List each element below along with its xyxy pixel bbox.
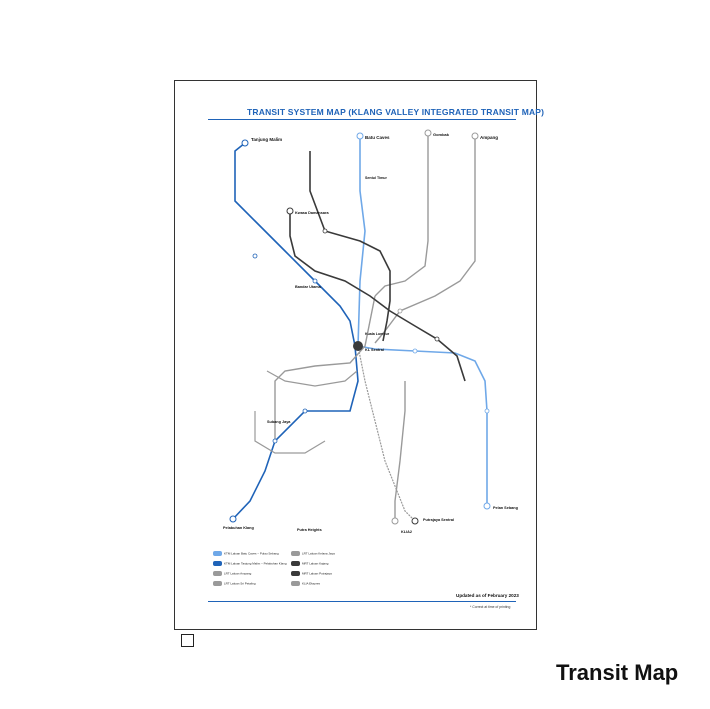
updated-date: Updated as of February 2023	[456, 593, 519, 598]
legend-label: KTM Laluan Tanjung Malim – Pelabuhan Kla…	[224, 561, 287, 566]
station-label: KLIA2	[401, 530, 412, 534]
station-label: Batu Caves	[365, 135, 390, 140]
lrt-ampang-line	[374, 136, 476, 344]
legend-item: MRT Laluan Putrajaya	[291, 571, 332, 576]
legend-label: KLIA Ekspres	[302, 581, 321, 586]
title-rule	[208, 119, 516, 120]
klia-ekspres-line	[357, 345, 416, 522]
station-label: Sentul Timur	[365, 176, 387, 180]
legend-label: KTM Laluan Batu Caves – Pulau Sebang	[224, 551, 279, 556]
lrt-kelana-jaya-north	[374, 133, 429, 297]
station-label: Gombak	[433, 132, 450, 137]
legend-item: KTM Laluan Tanjung Malim – Pelabuhan Kla…	[213, 561, 286, 566]
station-label: Tanjung Malim	[251, 137, 282, 142]
station-label: Kwasa Damansara	[295, 211, 329, 215]
ktm-pulau-sebang-line	[357, 136, 488, 506]
station-label: Pelabuhan Klang	[223, 526, 254, 530]
legend-item: LRT Laluan Ampang	[213, 571, 251, 576]
lrt-kelana-jaya-south	[274, 295, 376, 441]
legend-item: LRT Laluan Kelana Jaya	[291, 551, 335, 556]
legend-swatch	[291, 581, 300, 586]
bottom-rule	[208, 601, 516, 602]
checkbox[interactable]	[181, 634, 194, 647]
mrt-putrajaya-line	[309, 151, 391, 342]
station-label: Bandar Utama	[295, 285, 322, 289]
station-label: Pelan Sebang	[493, 506, 519, 510]
page-caption: Transit Map	[556, 660, 679, 685]
legend-label: MRT Laluan Putrajaya	[302, 571, 332, 576]
station-label: Putrajaya Sentral	[423, 518, 454, 522]
transit-map-diagram: Tanjung Malim Batu Caves Ampang Gombak S…	[223, 129, 519, 534]
legend-swatch	[213, 561, 222, 566]
legend-label: LRT Laluan Ampang	[224, 571, 252, 576]
station-label: Putra Heights	[297, 528, 322, 532]
brt-sunway-line	[254, 411, 326, 454]
legend-swatch	[291, 551, 300, 556]
correct-note: * Correct at time of printing	[470, 605, 511, 609]
map-sheet: TRANSIT SYSTEM MAP (KLANG VALLEY INTEGRA…	[174, 80, 544, 630]
legend-swatch	[291, 571, 300, 576]
station-dots	[229, 129, 491, 525]
mrt-kajang-line	[289, 211, 466, 382]
legend-item: KLIA Ekspres	[291, 581, 320, 586]
station-label: KL Sentral	[365, 348, 384, 352]
legend-item: MRT Laluan Kajang	[291, 561, 328, 566]
legend-swatch	[291, 561, 300, 566]
legend-label: LRT Laluan Kelana Jaya	[302, 551, 335, 556]
station-label: Subang Jaya	[267, 420, 291, 424]
legend-item: LRT Laluan Sri Petaling	[213, 581, 256, 586]
legend-swatch	[213, 571, 222, 576]
legend-item: KTM Laluan Batu Caves – Pulau Sebang	[213, 551, 279, 556]
lrt-sri-petaling-line	[394, 381, 406, 521]
map-title: TRANSIT SYSTEM MAP (KLANG VALLEY INTEGRA…	[247, 107, 545, 117]
legend-label: LRT Laluan Sri Petaling	[224, 581, 256, 586]
legend-swatch	[213, 581, 222, 586]
legend-label: MRT Laluan Kajang	[302, 561, 329, 566]
lrt-ring-segment	[266, 370, 358, 387]
ktm-port-klang-line	[232, 142, 359, 520]
legend-swatch	[213, 551, 222, 556]
station-label: Kuala Lumpur	[365, 332, 390, 336]
station-label: Ampang	[480, 135, 498, 140]
